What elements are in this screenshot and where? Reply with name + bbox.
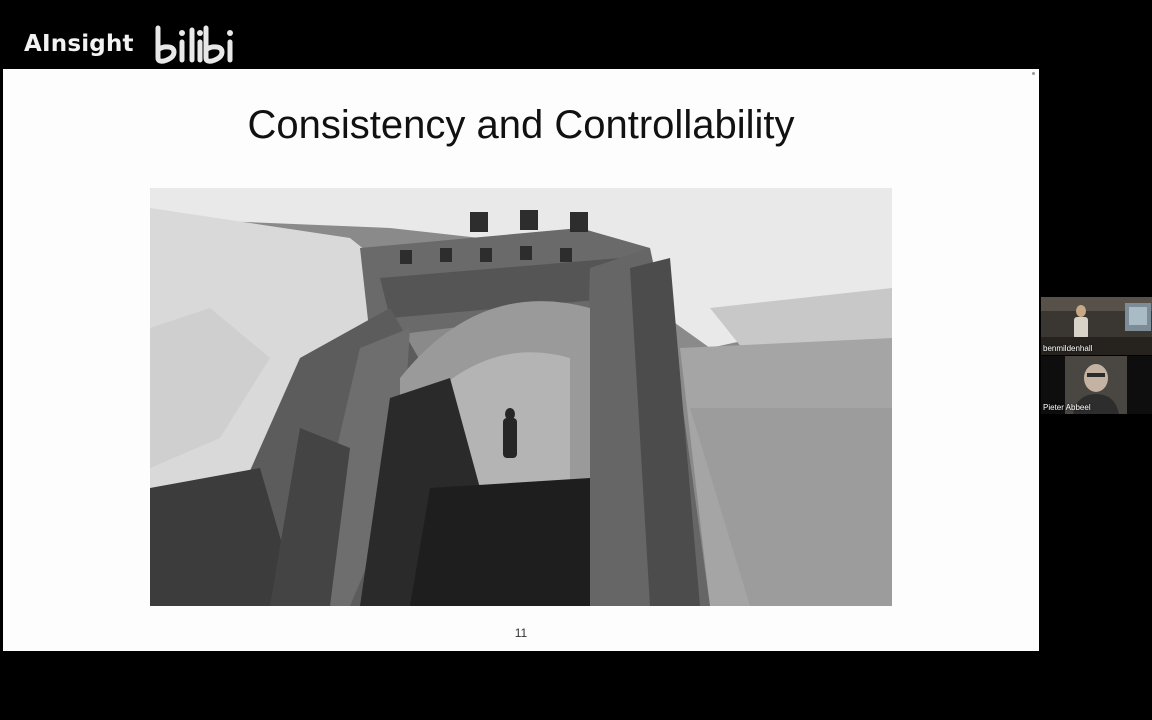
slide-corner-dot [1032,72,1035,75]
participant-video-feed [1041,356,1152,414]
watermark-text: AInsight [24,31,134,57]
presentation-slide: Consistency and Controllability [3,69,1039,651]
participant-video-feed [1041,297,1152,355]
participant-name: benmildenhall [1043,344,1093,353]
participant-name: Pieter Abbeel [1043,403,1091,412]
archway-render [150,188,892,606]
watermark: AInsight bilibili [24,22,238,66]
slide-image-stone-archway [150,188,892,606]
participant-video-tile[interactable]: benmildenhall [1041,297,1152,355]
bilibili-logo: bilibili [155,25,233,64]
slide-page-number: 11 [514,626,528,640]
participant-video-tile[interactable]: Pieter Abbeel [1041,356,1152,414]
slide-title: Consistency and Controllability [247,103,795,147]
